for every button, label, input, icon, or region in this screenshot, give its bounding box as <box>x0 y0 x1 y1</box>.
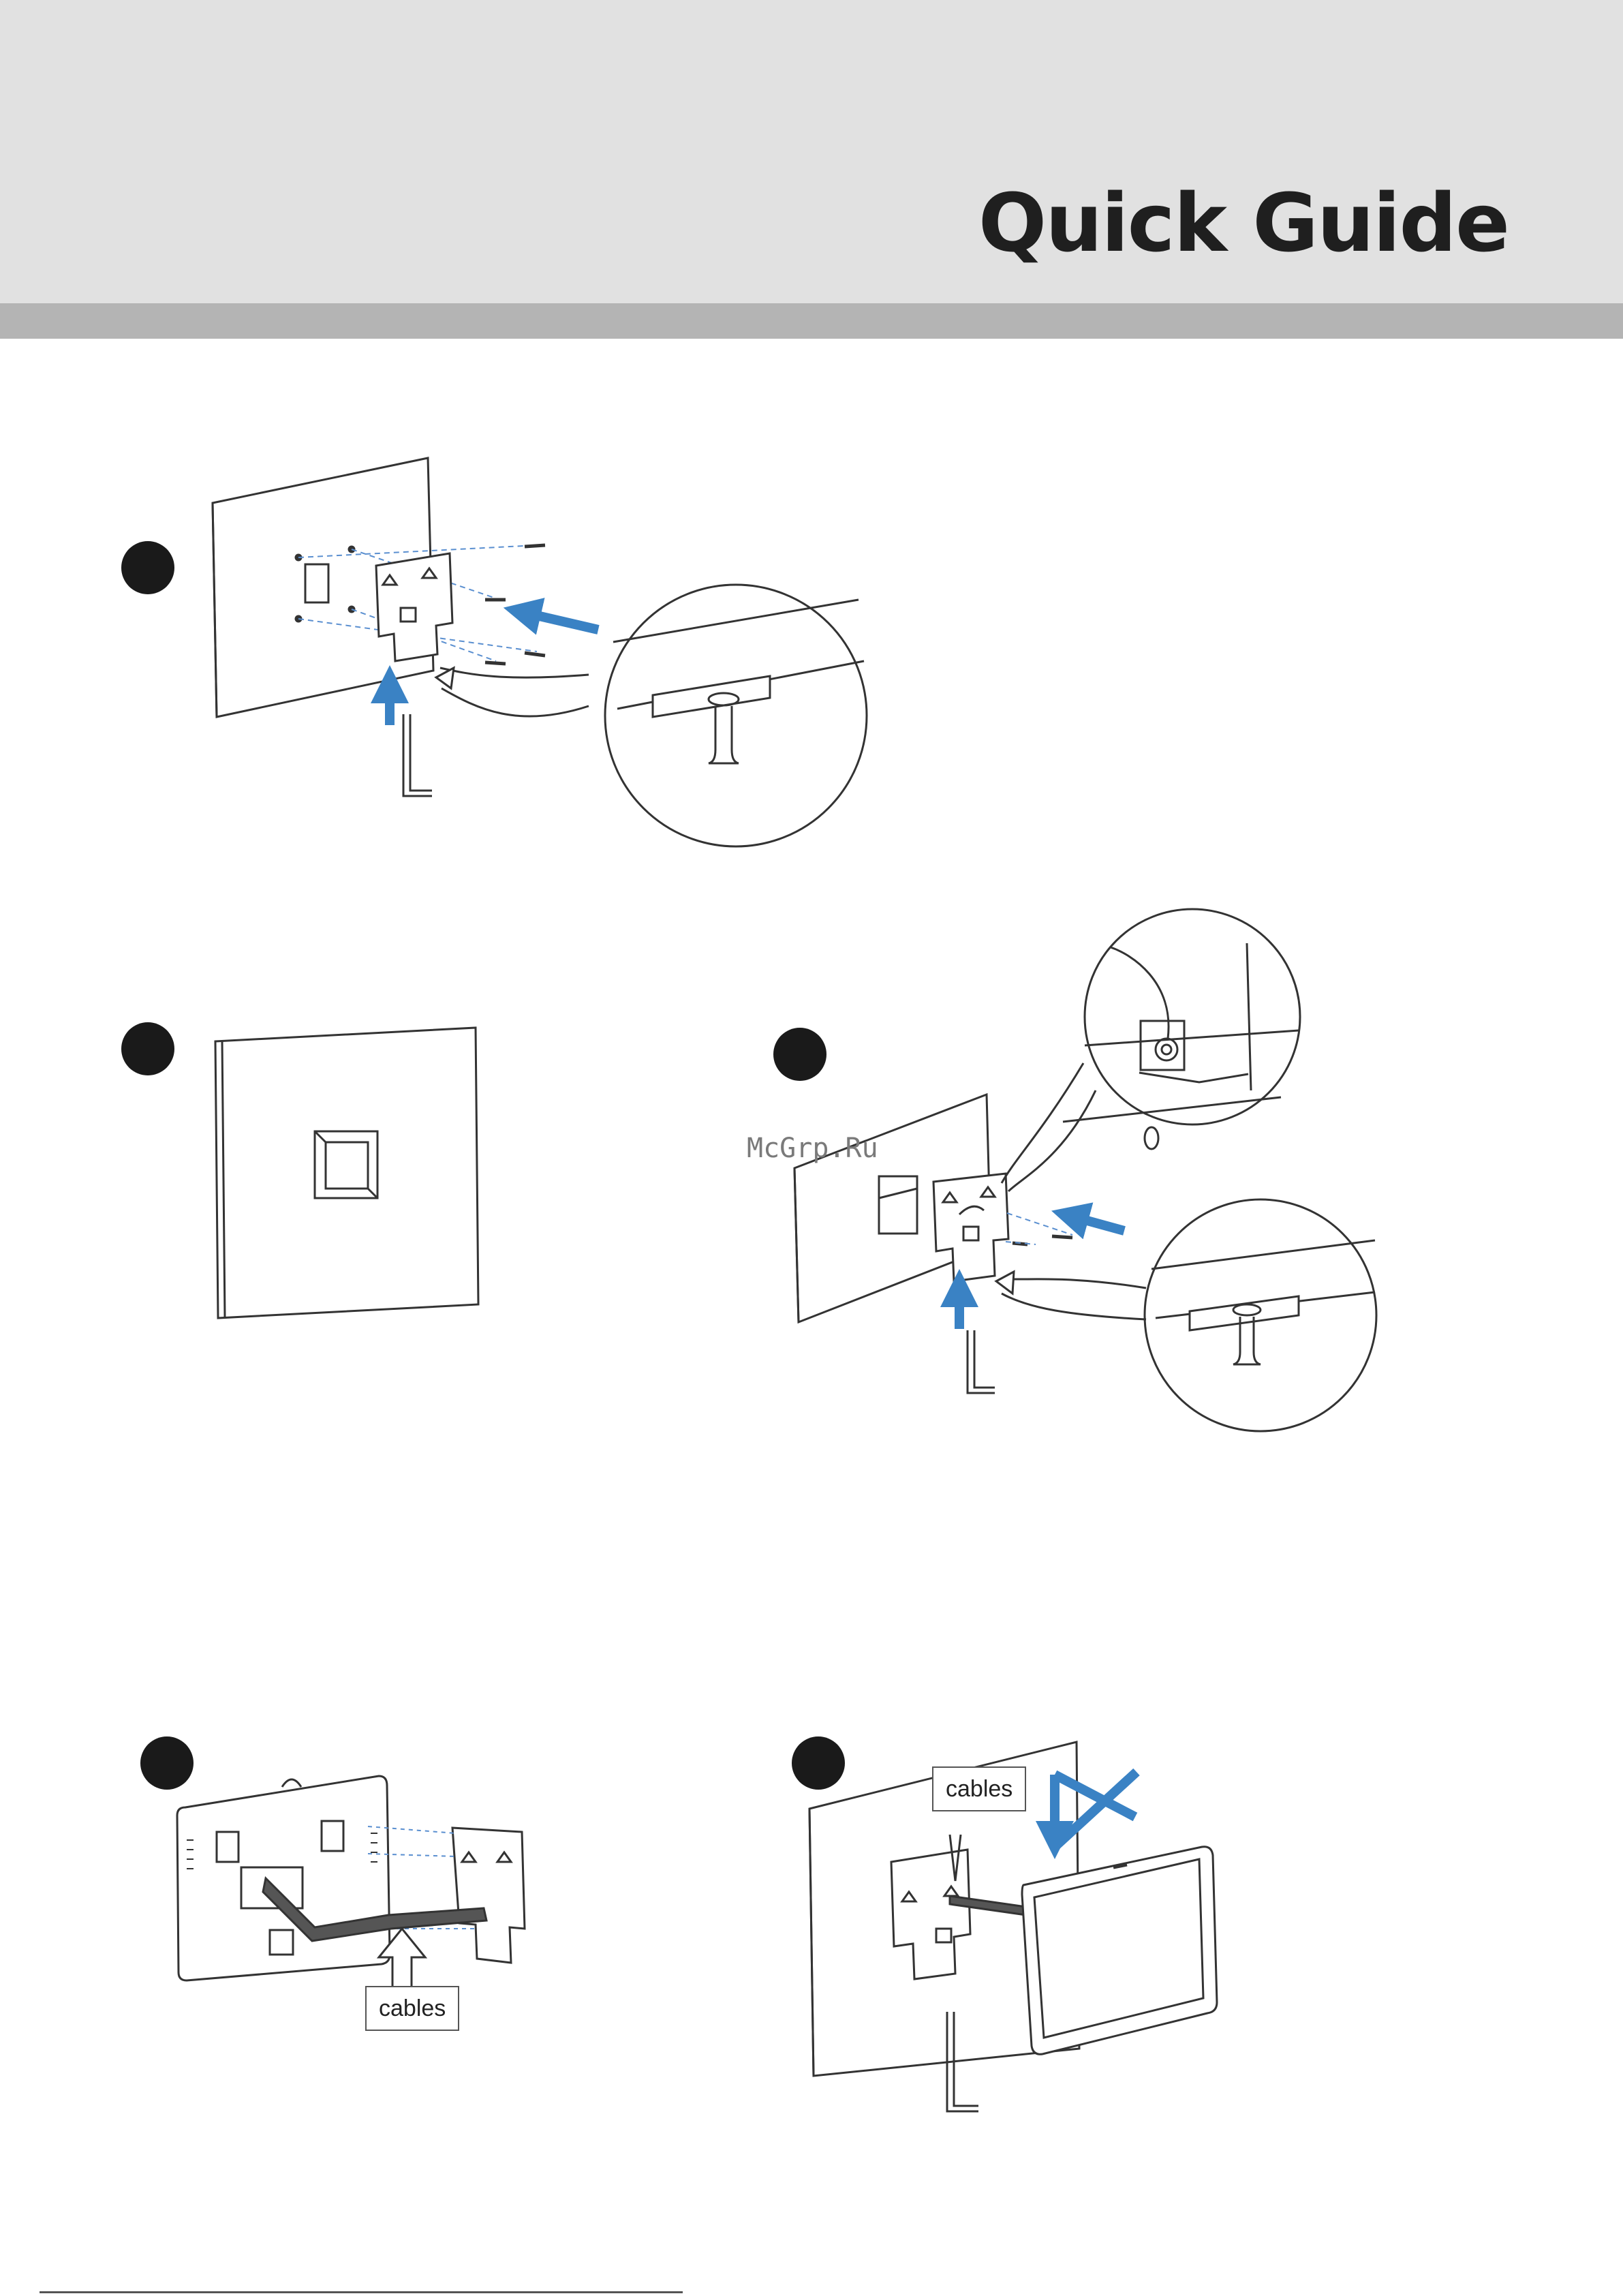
step-3-illustration <box>794 909 1376 1431</box>
step-2-illustration <box>215 1028 478 1318</box>
step-1-illustration <box>213 458 867 846</box>
cables-label-step-4: cables <box>365 1986 459 2031</box>
cables-label-step-5: cables <box>932 1766 1026 1811</box>
footer-divider <box>40 2291 683 2293</box>
watermark: McGrp.Ru <box>747 1133 878 1164</box>
step-4-illustration <box>177 1776 525 2004</box>
